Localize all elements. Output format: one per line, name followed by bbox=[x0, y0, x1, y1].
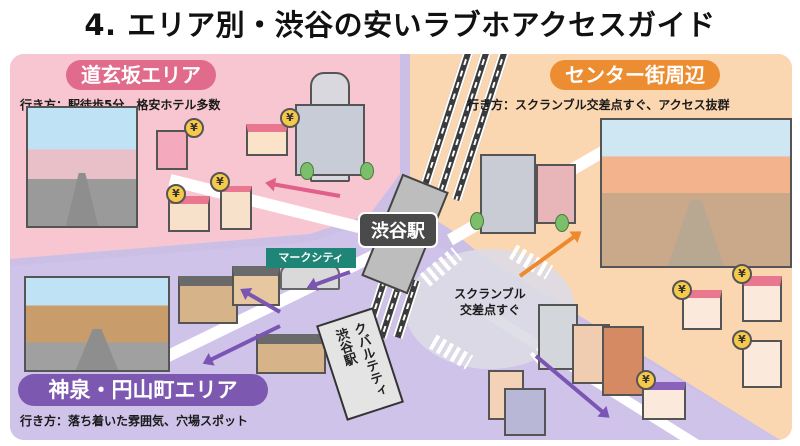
tree bbox=[555, 214, 569, 232]
hotel-building bbox=[220, 186, 252, 230]
page-title: 4. エリア別・渋谷の安いラブホアクセスガイド bbox=[84, 8, 716, 42]
office-building bbox=[504, 388, 546, 436]
japanese-house bbox=[256, 334, 326, 374]
tree bbox=[470, 212, 484, 230]
maruyama-street-illustration bbox=[24, 276, 170, 372]
area-map: 渋谷駅 マークシティ クバルテティ 渋谷駅 スクランブル 交差点すぐ 道玄坂エリ… bbox=[10, 54, 792, 440]
yen-icon: ¥ bbox=[210, 172, 230, 192]
tree bbox=[300, 162, 314, 180]
hotel-building bbox=[642, 382, 686, 420]
shinsen-maruyama-access: 行き方：落ち着いた雰囲気、穴場スポット bbox=[20, 414, 249, 428]
yen-icon: ¥ bbox=[732, 264, 752, 284]
shinsen-maruyama-badge[interactable]: 神泉・円山町エリア bbox=[18, 374, 268, 406]
hotel-building bbox=[742, 276, 782, 322]
dogenzaka-street-illustration bbox=[26, 106, 138, 228]
mark-city-label[interactable]: マークシティ bbox=[266, 248, 356, 268]
yen-icon: ¥ bbox=[280, 108, 300, 128]
scramble-label-line1: スクランブル bbox=[454, 287, 526, 301]
center-gai-badge[interactable]: センター街周辺 bbox=[550, 60, 720, 90]
scramble-label: スクランブル 交差点すぐ bbox=[435, 286, 545, 318]
yen-icon: ¥ bbox=[636, 370, 656, 390]
center-building bbox=[480, 154, 536, 234]
center-gai-street-illustration bbox=[600, 118, 792, 268]
hotel-building bbox=[742, 340, 782, 388]
japanese-house bbox=[178, 276, 238, 324]
japanese-house bbox=[232, 266, 280, 306]
yen-icon: ¥ bbox=[166, 184, 186, 204]
yen-icon: ¥ bbox=[732, 330, 752, 350]
shibuya-station-label[interactable]: 渋谷駅 bbox=[358, 212, 438, 248]
dogenzaka-badge[interactable]: 道玄坂エリア bbox=[66, 60, 216, 90]
center-building-side bbox=[536, 164, 576, 224]
tree bbox=[360, 162, 374, 180]
scramble-label-line2: 交差点すぐ bbox=[459, 303, 520, 317]
yen-icon: ¥ bbox=[184, 118, 204, 138]
yen-icon: ¥ bbox=[672, 280, 692, 300]
hotel-building bbox=[246, 124, 288, 156]
center-gai-access: 行き方：スクランブル交差点すぐ、アクセス抜群 bbox=[467, 98, 730, 112]
hotel-building bbox=[156, 130, 188, 170]
